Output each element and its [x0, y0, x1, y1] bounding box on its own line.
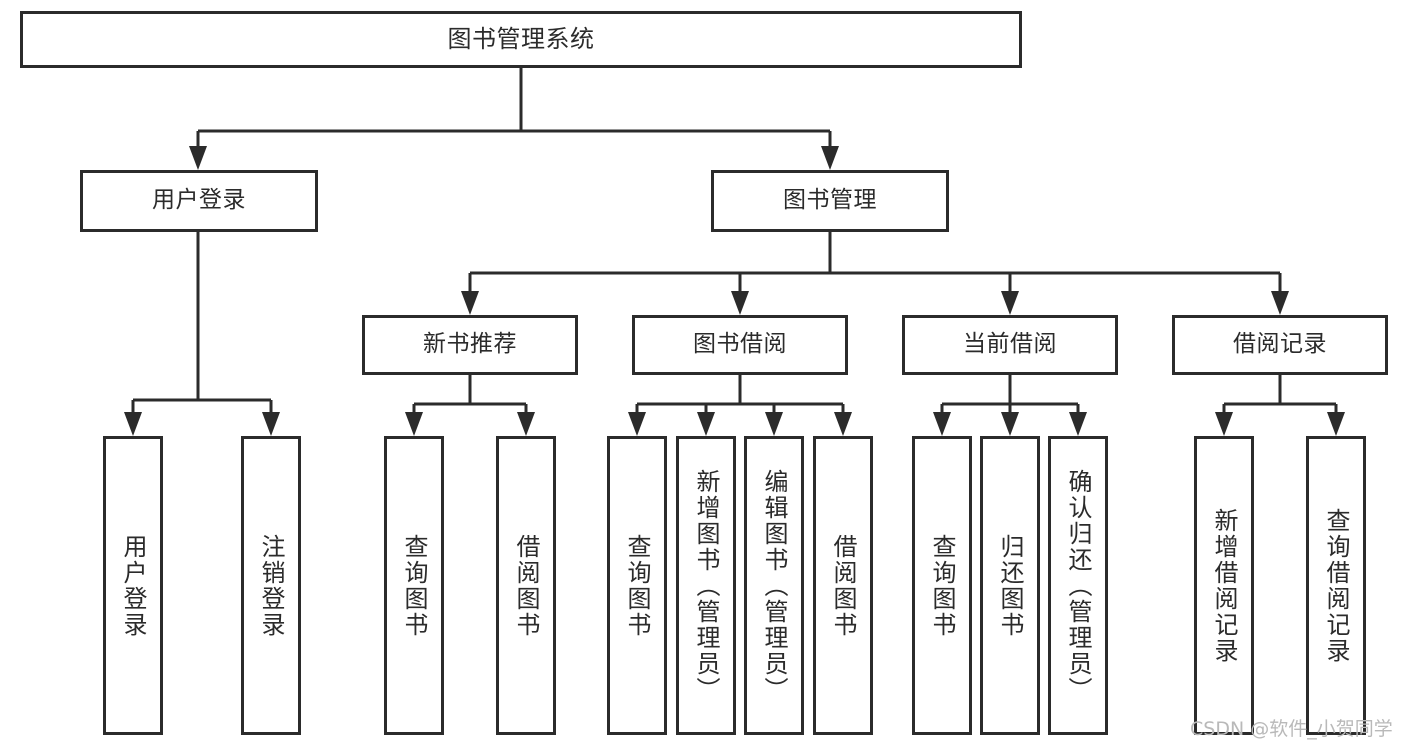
- leaf-new-book-borrow[interactable]: 借阅图书: [496, 436, 556, 735]
- node-borrow-record[interactable]: 借阅记录: [1172, 315, 1388, 375]
- node-current-borrow[interactable]: 当前借阅: [902, 315, 1118, 375]
- node-user-login[interactable]: 用户登录: [80, 170, 318, 232]
- leaf-borrow-edit-book-admin[interactable]: 编辑图书（管理员）: [744, 436, 804, 735]
- leaf-record-query-record[interactable]: 查询借阅记录: [1306, 436, 1366, 735]
- leaf-current-return-book[interactable]: 归还图书: [980, 436, 1040, 735]
- node-book-borrow[interactable]: 图书借阅: [632, 315, 848, 375]
- node-label: 确认归还（管理员）: [1064, 468, 1092, 703]
- leaf-borrow-borrow-book[interactable]: 借阅图书: [813, 436, 873, 735]
- leaf-user-login-login[interactable]: 用户登录: [103, 436, 163, 735]
- node-label: 借阅图书: [829, 533, 857, 638]
- node-label: 借阅图书: [512, 533, 540, 638]
- node-label: 新增借阅记录: [1210, 507, 1238, 664]
- leaf-user-login-logout[interactable]: 注销登录: [241, 436, 301, 735]
- leaf-record-add-record[interactable]: 新增借阅记录: [1194, 436, 1254, 735]
- node-new-book-recommend[interactable]: 新书推荐: [362, 315, 578, 375]
- leaf-borrow-query-book[interactable]: 查询图书: [607, 436, 667, 735]
- node-label: 借阅记录: [1233, 331, 1327, 358]
- node-label: 新书推荐: [423, 331, 517, 358]
- leaf-new-book-query[interactable]: 查询图书: [384, 436, 444, 735]
- leaf-current-query-book[interactable]: 查询图书: [912, 436, 972, 735]
- leaf-current-confirm-return-admin[interactable]: 确认归还（管理员）: [1048, 436, 1108, 735]
- node-label: 图书借阅: [693, 331, 787, 358]
- node-label: 用户登录: [152, 187, 246, 214]
- node-label: 查询图书: [623, 533, 651, 638]
- leaf-borrow-add-book-admin[interactable]: 新增图书（管理员）: [676, 436, 736, 735]
- node-label: 新增图书（管理员）: [692, 468, 720, 703]
- node-label: 查询图书: [400, 533, 428, 638]
- watermark: CSDN @软件_小贺同学: [1190, 718, 1393, 740]
- node-root-system[interactable]: 图书管理系统: [20, 11, 1022, 68]
- node-label: 用户登录: [119, 533, 147, 638]
- node-label: 归还图书: [996, 533, 1024, 638]
- node-label: 编辑图书（管理员）: [760, 468, 788, 703]
- node-label: 查询图书: [928, 533, 956, 638]
- node-label: 图书管理: [783, 187, 877, 214]
- node-label: 当前借阅: [963, 331, 1057, 358]
- node-label: 注销登录: [257, 533, 285, 638]
- node-label: 查询借阅记录: [1322, 507, 1350, 664]
- node-label: 图书管理系统: [447, 25, 595, 54]
- node-book-management[interactable]: 图书管理: [711, 170, 949, 232]
